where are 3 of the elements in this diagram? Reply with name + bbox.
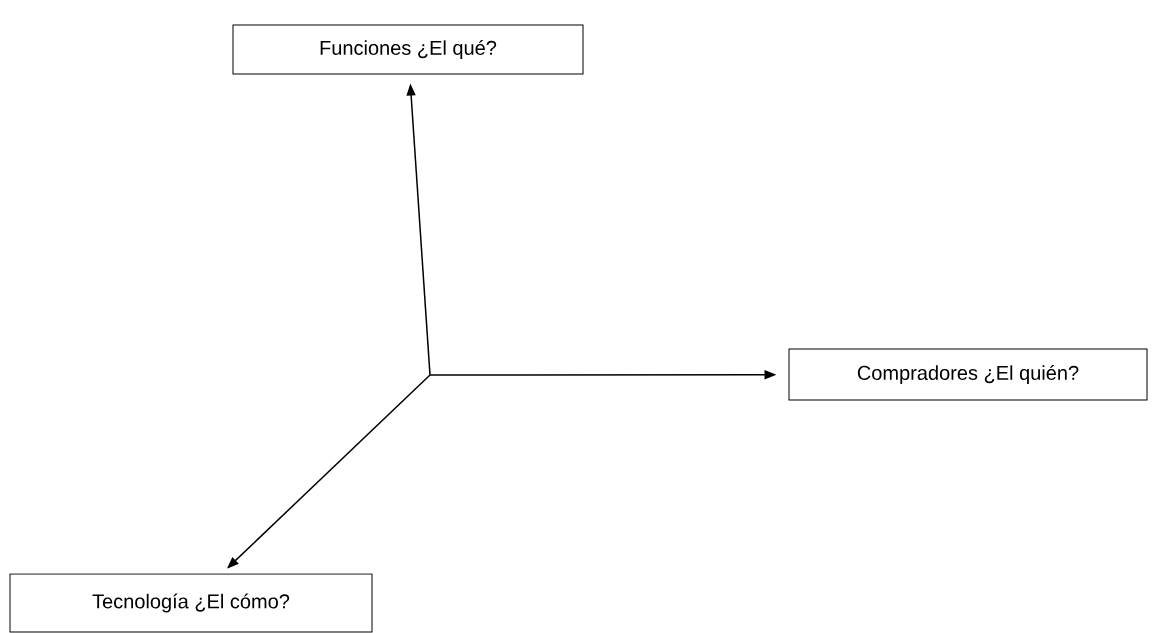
label-box: Funciones ¿El qué? (232, 24, 584, 75)
label-box: Compradores ¿El quién? (788, 348, 1148, 401)
label-box: Tecnología ¿El cómo? (9, 573, 373, 633)
